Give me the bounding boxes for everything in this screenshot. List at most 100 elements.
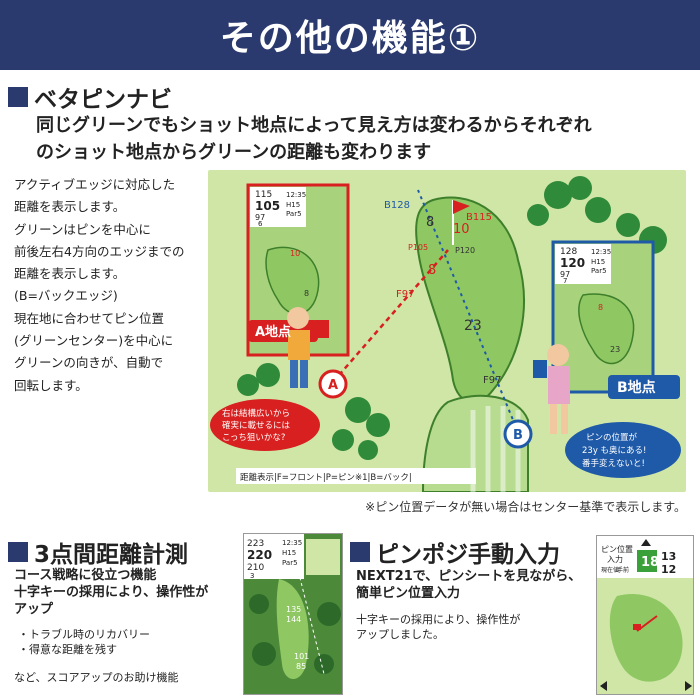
pinpos-title-line: ピン位置: [601, 544, 633, 554]
desc-line: アクティブエッジに対応した: [14, 177, 176, 192]
screen-b-f: 97: [560, 270, 570, 279]
screen-3pt-b: 223: [247, 539, 264, 549]
distance-legend: 距離表示|F=フロント|P=ピン※1|B=バック|: [240, 472, 412, 483]
screen-data-b: [555, 244, 611, 284]
golfer-a-icon: [287, 307, 329, 388]
course-map-svg: B128 B115 P105 P120 F97 F97 8 10 8 23 11…: [210, 176, 681, 492]
desc-line: 前後左右4方向のエッジまでの: [14, 243, 185, 259]
label-p105: P105: [408, 243, 428, 252]
device-screen-pinpos: ピン位置 入力 現在値 手前 18 ホール 13 12: [596, 535, 694, 695]
section-title: ベタピンナビ: [34, 87, 172, 113]
screen-a-g1: 10: [290, 249, 300, 258]
screen-3pt-f: 210: [247, 563, 264, 573]
screen-a-hole: H15: [286, 201, 300, 209]
screen-b-g1: 8: [598, 303, 603, 312]
bubble-b-line: 番手変えないと!: [582, 458, 645, 469]
desc-line: 回転します。: [14, 377, 88, 393]
screen-b-h: 7: [563, 277, 567, 285]
screen-3pt-h: 3: [250, 572, 254, 580]
bubble-a-line: 確実に載せるには: [222, 420, 291, 431]
section-title: ピンポジ手動入力: [376, 542, 560, 568]
header-banner: その他の機能①: [0, 0, 700, 70]
pinpos-value-1: 13: [661, 550, 676, 563]
legend-box: [236, 468, 476, 484]
shot-line-b: [417, 189, 519, 433]
label-8b: 8: [428, 263, 436, 278]
section-tagline: 同じグリーンでもショット地点によって見え方は変わるからそれぞれ のショット地点か…: [36, 112, 686, 166]
screen-a-g2: 8: [304, 289, 309, 298]
screen-a-f: 97: [255, 213, 265, 222]
flag-icon: [452, 200, 470, 245]
pinpos-title-line: 入力: [607, 554, 623, 564]
pinpos-screen-svg: ピン位置 入力 現在値 手前 18 ホール 13 12: [597, 536, 693, 694]
section-title: 3点間距離計測: [34, 542, 189, 568]
section-heading-pinpos: ピンポジ手動入力: [350, 535, 560, 569]
section3-subtitle: NEXT21で、ピンシートを見ながら、 簡単ピン位置入力: [356, 568, 581, 602]
label-10: 10: [453, 222, 470, 237]
square-bullet-icon: [8, 542, 28, 562]
screen-a-time: 12:35: [286, 191, 306, 199]
label-23: 23: [464, 318, 482, 334]
label-b128: B128: [384, 200, 410, 211]
screen-3pt-p: 220: [247, 548, 272, 562]
bubble-a-line: こっち狙いかな?: [222, 433, 285, 443]
3point-screen-svg: 223 220 210 3 12:35 H15 Par5 135 144 101…: [244, 534, 342, 694]
screen-3pt-d1: 135: [286, 605, 301, 614]
bubble-b-line: 23y も奥にある!: [582, 445, 646, 456]
course-illustration: B128 B115 P105 P120 F97 F97 8 10 8 23 11…: [208, 170, 686, 492]
screen-3pt-time: 12:35: [282, 539, 302, 547]
mini-green-b: [578, 293, 635, 365]
shot-line-a: [332, 249, 449, 383]
section2-subtitle: コース戦略に役立つ機能 十字キーの採用により、操作性が アップ: [14, 567, 208, 618]
desc-line: 現在地に合わせてピン位置: [14, 310, 165, 326]
screen-data-a: [250, 187, 306, 227]
benefit-list: ・トラブル時のリカバリー ・得意な距離を残す: [18, 627, 150, 657]
screen-b-time: 12:35: [591, 248, 611, 256]
screen-b-g2: 23: [610, 345, 620, 354]
screen-b-p: 120: [560, 256, 585, 270]
label-8: 8: [426, 215, 434, 230]
point-a-label: A地点: [255, 324, 291, 340]
screen-3pt-d3: 101: [294, 652, 309, 661]
subtitle-line: 簡単ピン位置入力: [356, 586, 461, 601]
screen-3pt-d2: 144: [286, 615, 301, 624]
marker-b-label: B: [513, 428, 523, 443]
screen-b-hole: H15: [591, 258, 605, 266]
golfer-b-icon: [533, 344, 570, 434]
subtitle-line: アップ: [14, 602, 54, 617]
desc-line: アップしました。: [356, 628, 444, 641]
desc-line: 距離を表示します。: [14, 199, 126, 215]
desc-line: グリーンはピンを中心に: [14, 221, 151, 237]
screen-b-b: 128: [560, 247, 577, 257]
point-b-label: B地点: [617, 379, 656, 396]
screen-3pt-par: Par5: [282, 559, 298, 567]
feature-description: アクティブエッジに対応した 距離を表示します。 グリーンはピンを中心に 前後左右…: [14, 174, 209, 397]
device-screen-3point: 223 220 210 3 12:35 H15 Par5 135 144 101…: [243, 533, 343, 695]
tree-icon: [237, 176, 667, 460]
label-p120: P120: [455, 246, 475, 255]
marker-a-label: A: [328, 378, 338, 393]
desc-line: 十字キーの採用により、操作性が: [356, 613, 521, 626]
list-item: ・得意な距離を残す: [18, 643, 117, 656]
section-heading-3point: 3点間距離計測: [8, 535, 188, 569]
bubble-a-line: 右は結構広いから: [222, 408, 290, 419]
screen-3pt-d4: 85: [296, 662, 306, 671]
screen-a-p: 105: [255, 199, 280, 213]
label-b115: B115: [466, 212, 492, 223]
pinpos-hole-label: ホール: [639, 573, 654, 579]
footnote: ※ピン位置データが無い場合はセンター基準で表示します。: [365, 500, 686, 514]
desc-line: グリーンの向きが、自動で: [14, 355, 164, 371]
screen-3pt-hole: H15: [282, 549, 296, 557]
bubble-b-line: ピンの位置が: [586, 432, 638, 443]
section3-description: 十字キーの採用により、操作性が アップしました。: [356, 612, 520, 642]
marker-a: [318, 369, 348, 399]
square-bullet-icon: [350, 542, 370, 562]
subtitle-line: NEXT21で、ピンシートを見ながら、: [356, 569, 582, 584]
label-f97: F97: [396, 289, 414, 300]
label-f97b: F97: [483, 375, 501, 386]
pinpos-hole-number: 18: [641, 555, 659, 570]
tagline-line: のショット地点からグリーンの距離も変わります: [36, 142, 432, 163]
section2-footer: など、スコアアップのお助け機能: [14, 671, 179, 684]
screen-b-par: Par5: [591, 267, 607, 275]
list-item: ・トラブル時のリカバリー: [18, 628, 150, 641]
